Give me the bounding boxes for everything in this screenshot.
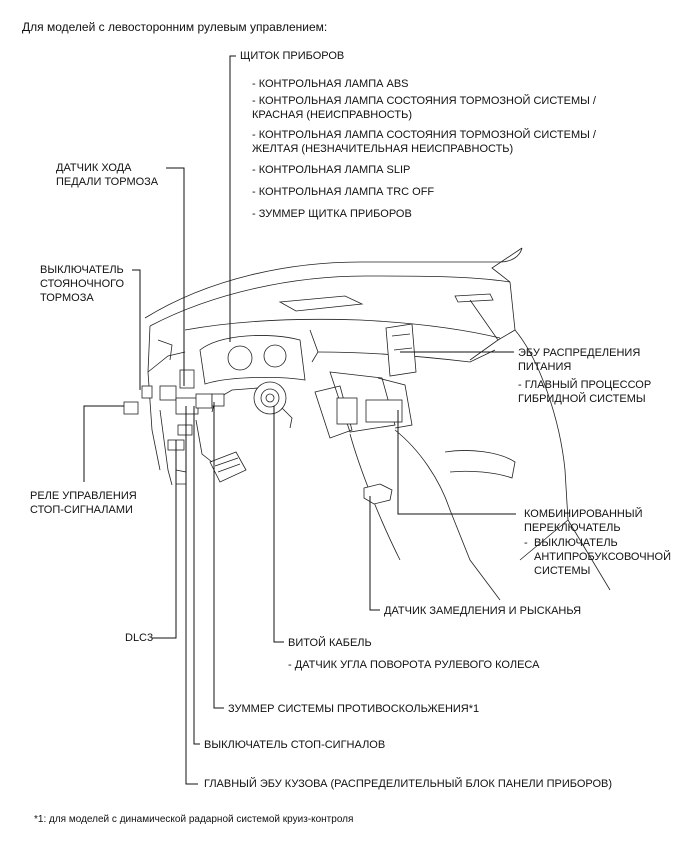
pedal-sensor-label-2: ПЕДАЛИ ТОРМОЗА bbox=[56, 176, 159, 188]
cluster-item-brake-yellow-2: ЖЕЛТАЯ (НЕЗНАЧИТЕЛЬНАЯ НЕИСПРАВНОСТЬ) bbox=[252, 143, 514, 155]
combo-switch-item-3: СИСТЕМЫ bbox=[534, 565, 591, 577]
body-ecu-label: ГЛАВНЫЙ ЭБУ КУЗОВА (РАСПРЕДЕЛИТЕЛЬНЫЙ БЛ… bbox=[204, 778, 613, 790]
parking-switch-label-3: ТОРМОЗА bbox=[40, 292, 94, 304]
yaw-sensor-label: ДАТЧИК ЗАМЕДЛЕНИЯ И РЫСКАНЬЯ bbox=[384, 605, 582, 617]
cluster-item-slip: - КОНТРОЛЬНАЯ ЛАМПА SLIP bbox=[252, 164, 411, 176]
stop-switch-label: ВЫКЛЮЧАТЕЛЬ СТОП-СИГНАЛОВ bbox=[204, 739, 386, 751]
parking-switch-label-1: ВЫКЛЮЧАТЕЛЬ bbox=[40, 264, 124, 276]
spiral-cable-title: ВИТОЙ КАБЕЛЬ bbox=[288, 637, 372, 649]
leader-lines bbox=[83, 55, 516, 785]
power-ecu-title-2: ПИТАНИЯ bbox=[518, 361, 572, 373]
diagram-header: Для моделей с левосторонним рулевым упра… bbox=[22, 20, 328, 34]
combo-switch-item-1: ВЫКЛЮЧАТЕЛЬ bbox=[534, 537, 618, 549]
pcs-buzzer-label: ЗУММЕР СИСТЕМЫ ПРОТИВОСКОЛЬЖЕНИЯ*1 bbox=[228, 703, 480, 715]
stop-relay-label-1: РЕЛЕ УПРАВЛЕНИЯ bbox=[30, 490, 137, 502]
combo-switch-item-2: АНТИПРОБУКСОВОЧНОЙ bbox=[534, 551, 671, 563]
cluster-item-abs: - КОНТРОЛЬНАЯ ЛАМПА ABS bbox=[252, 78, 409, 90]
combo-switch-title-1: КОМБИНИРОВАННЫЙ bbox=[524, 508, 643, 520]
power-ecu-item-1: - ГЛАВНЫЙ ПРОЦЕССОР bbox=[518, 379, 652, 391]
cluster-item-brake-yellow-1: - КОНТРОЛЬНАЯ ЛАМПА СОСТОЯНИЯ ТОРМОЗНОЙ … bbox=[252, 129, 596, 141]
dashboard-outline bbox=[123, 247, 611, 601]
combo-switch-title-2: ПЕРЕКЛЮЧАТЕЛЬ bbox=[524, 522, 621, 534]
cluster-title: ЩИТОК ПРИБОРОВ bbox=[240, 50, 345, 62]
dlc3-label: DLC3 bbox=[125, 632, 154, 644]
parking-switch-label-2: СТОЯНОЧНОГО bbox=[40, 278, 125, 290]
cluster-item-trc-off: - КОНТРОЛЬНАЯ ЛАМПА TRC OFF bbox=[252, 186, 435, 198]
pedal-sensor-label-1: ДАТЧИК ХОДА bbox=[56, 162, 132, 174]
cluster-item-brake-red-2: КРАСНАЯ (НЕИСПРАВНОСТЬ) bbox=[252, 109, 412, 121]
stop-relay-label-2: СТОП-СИГНАЛАМИ bbox=[30, 504, 133, 516]
combo-switch-dash: - bbox=[524, 537, 528, 549]
cluster-item-brake-red-1: - КОНТРОЛЬНАЯ ЛАМПА СОСТОЯНИЯ ТОРМОЗНОЙ … bbox=[252, 95, 596, 107]
spiral-cable-item: - ДАТЧИК УГЛА ПОВОРОТА РУЛЕВОГО КОЛЕСА bbox=[288, 659, 540, 671]
power-ecu-title-1: ЭБУ РАСПРЕДЕЛЕНИЯ bbox=[518, 347, 641, 359]
power-ecu-item-2: ГИБРИДНОЙ СИСТЕМЫ bbox=[518, 393, 646, 405]
footnote: *1: для моделей с динамической радарной … bbox=[34, 814, 354, 825]
cluster-item-buzzer: - ЗУММЕР ЩИТКА ПРИБОРОВ bbox=[252, 208, 412, 220]
